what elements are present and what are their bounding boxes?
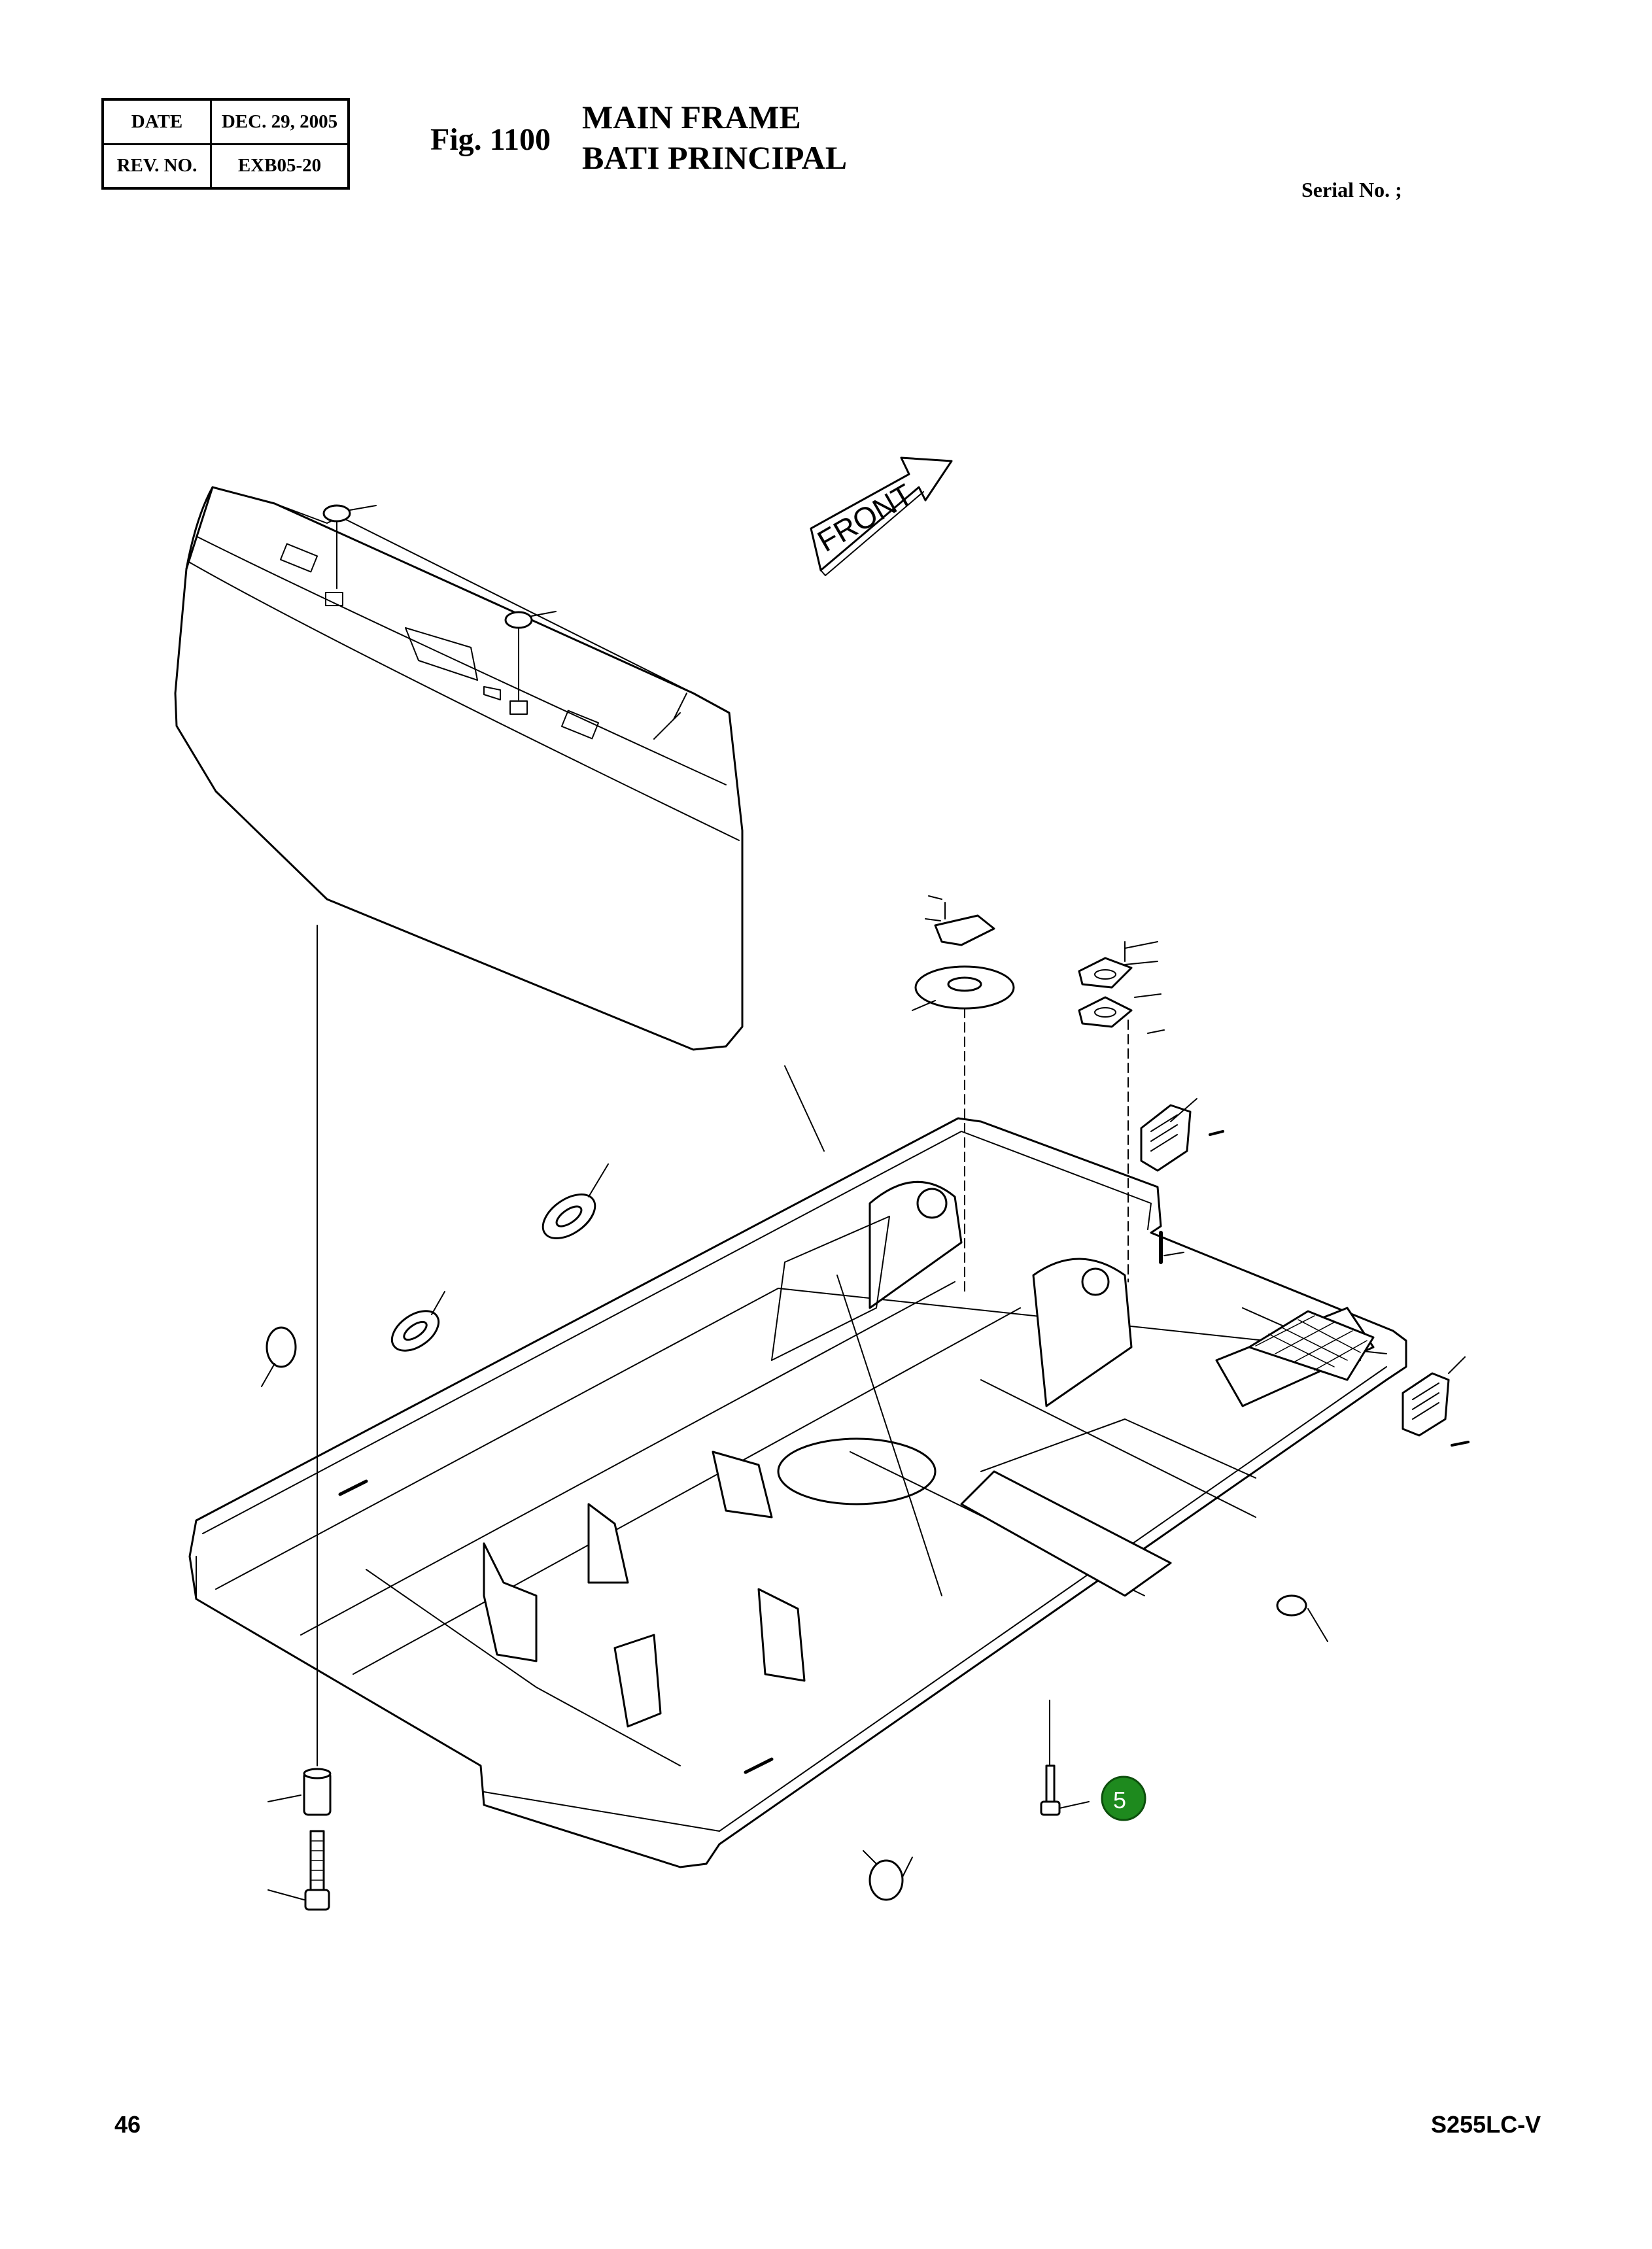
counterweight-bolt — [267, 925, 332, 1911]
front-arrow: FRONT — [810, 456, 953, 576]
title-french: BATI PRINCIPAL — [582, 139, 848, 176]
leader-lines — [261, 712, 1466, 1878]
model-code: S255LC-V — [1431, 2111, 1541, 2138]
cover-plates — [1078, 941, 1133, 1282]
grommets — [266, 1193, 1307, 1901]
step-plate — [1248, 1310, 1375, 1381]
boom-mounts — [771, 1180, 1133, 1407]
page-number: 46 — [114, 2111, 141, 2138]
date-label: DATE — [101, 98, 212, 145]
frame-bolt — [1040, 1700, 1090, 1816]
serial-number-label: Serial No. ; — [1301, 178, 1402, 201]
callout-5: 5 — [1101, 1776, 1146, 1821]
callout-5-label: 5 — [1113, 1787, 1126, 1813]
date-value: DEC. 29, 2005 — [209, 98, 350, 145]
swivel-plate — [914, 965, 1015, 1296]
rev-label: REV. NO. — [101, 143, 212, 190]
revision-table: DATE DEC. 29, 2005 REV. NO. EXB05-20 — [101, 98, 350, 190]
rev-value: EXB05-20 — [209, 143, 350, 190]
counterweight-plugs — [322, 504, 557, 700]
loose-bolts — [338, 1130, 1470, 1774]
figure-number: Fig. 1100 — [430, 122, 551, 157]
title-english: MAIN FRAME — [582, 99, 801, 135]
clamp-bracket — [925, 895, 995, 946]
vent-grilles — [1140, 1104, 1450, 1437]
counterweight — [174, 486, 744, 1051]
front-label: FRONT — [812, 477, 918, 558]
